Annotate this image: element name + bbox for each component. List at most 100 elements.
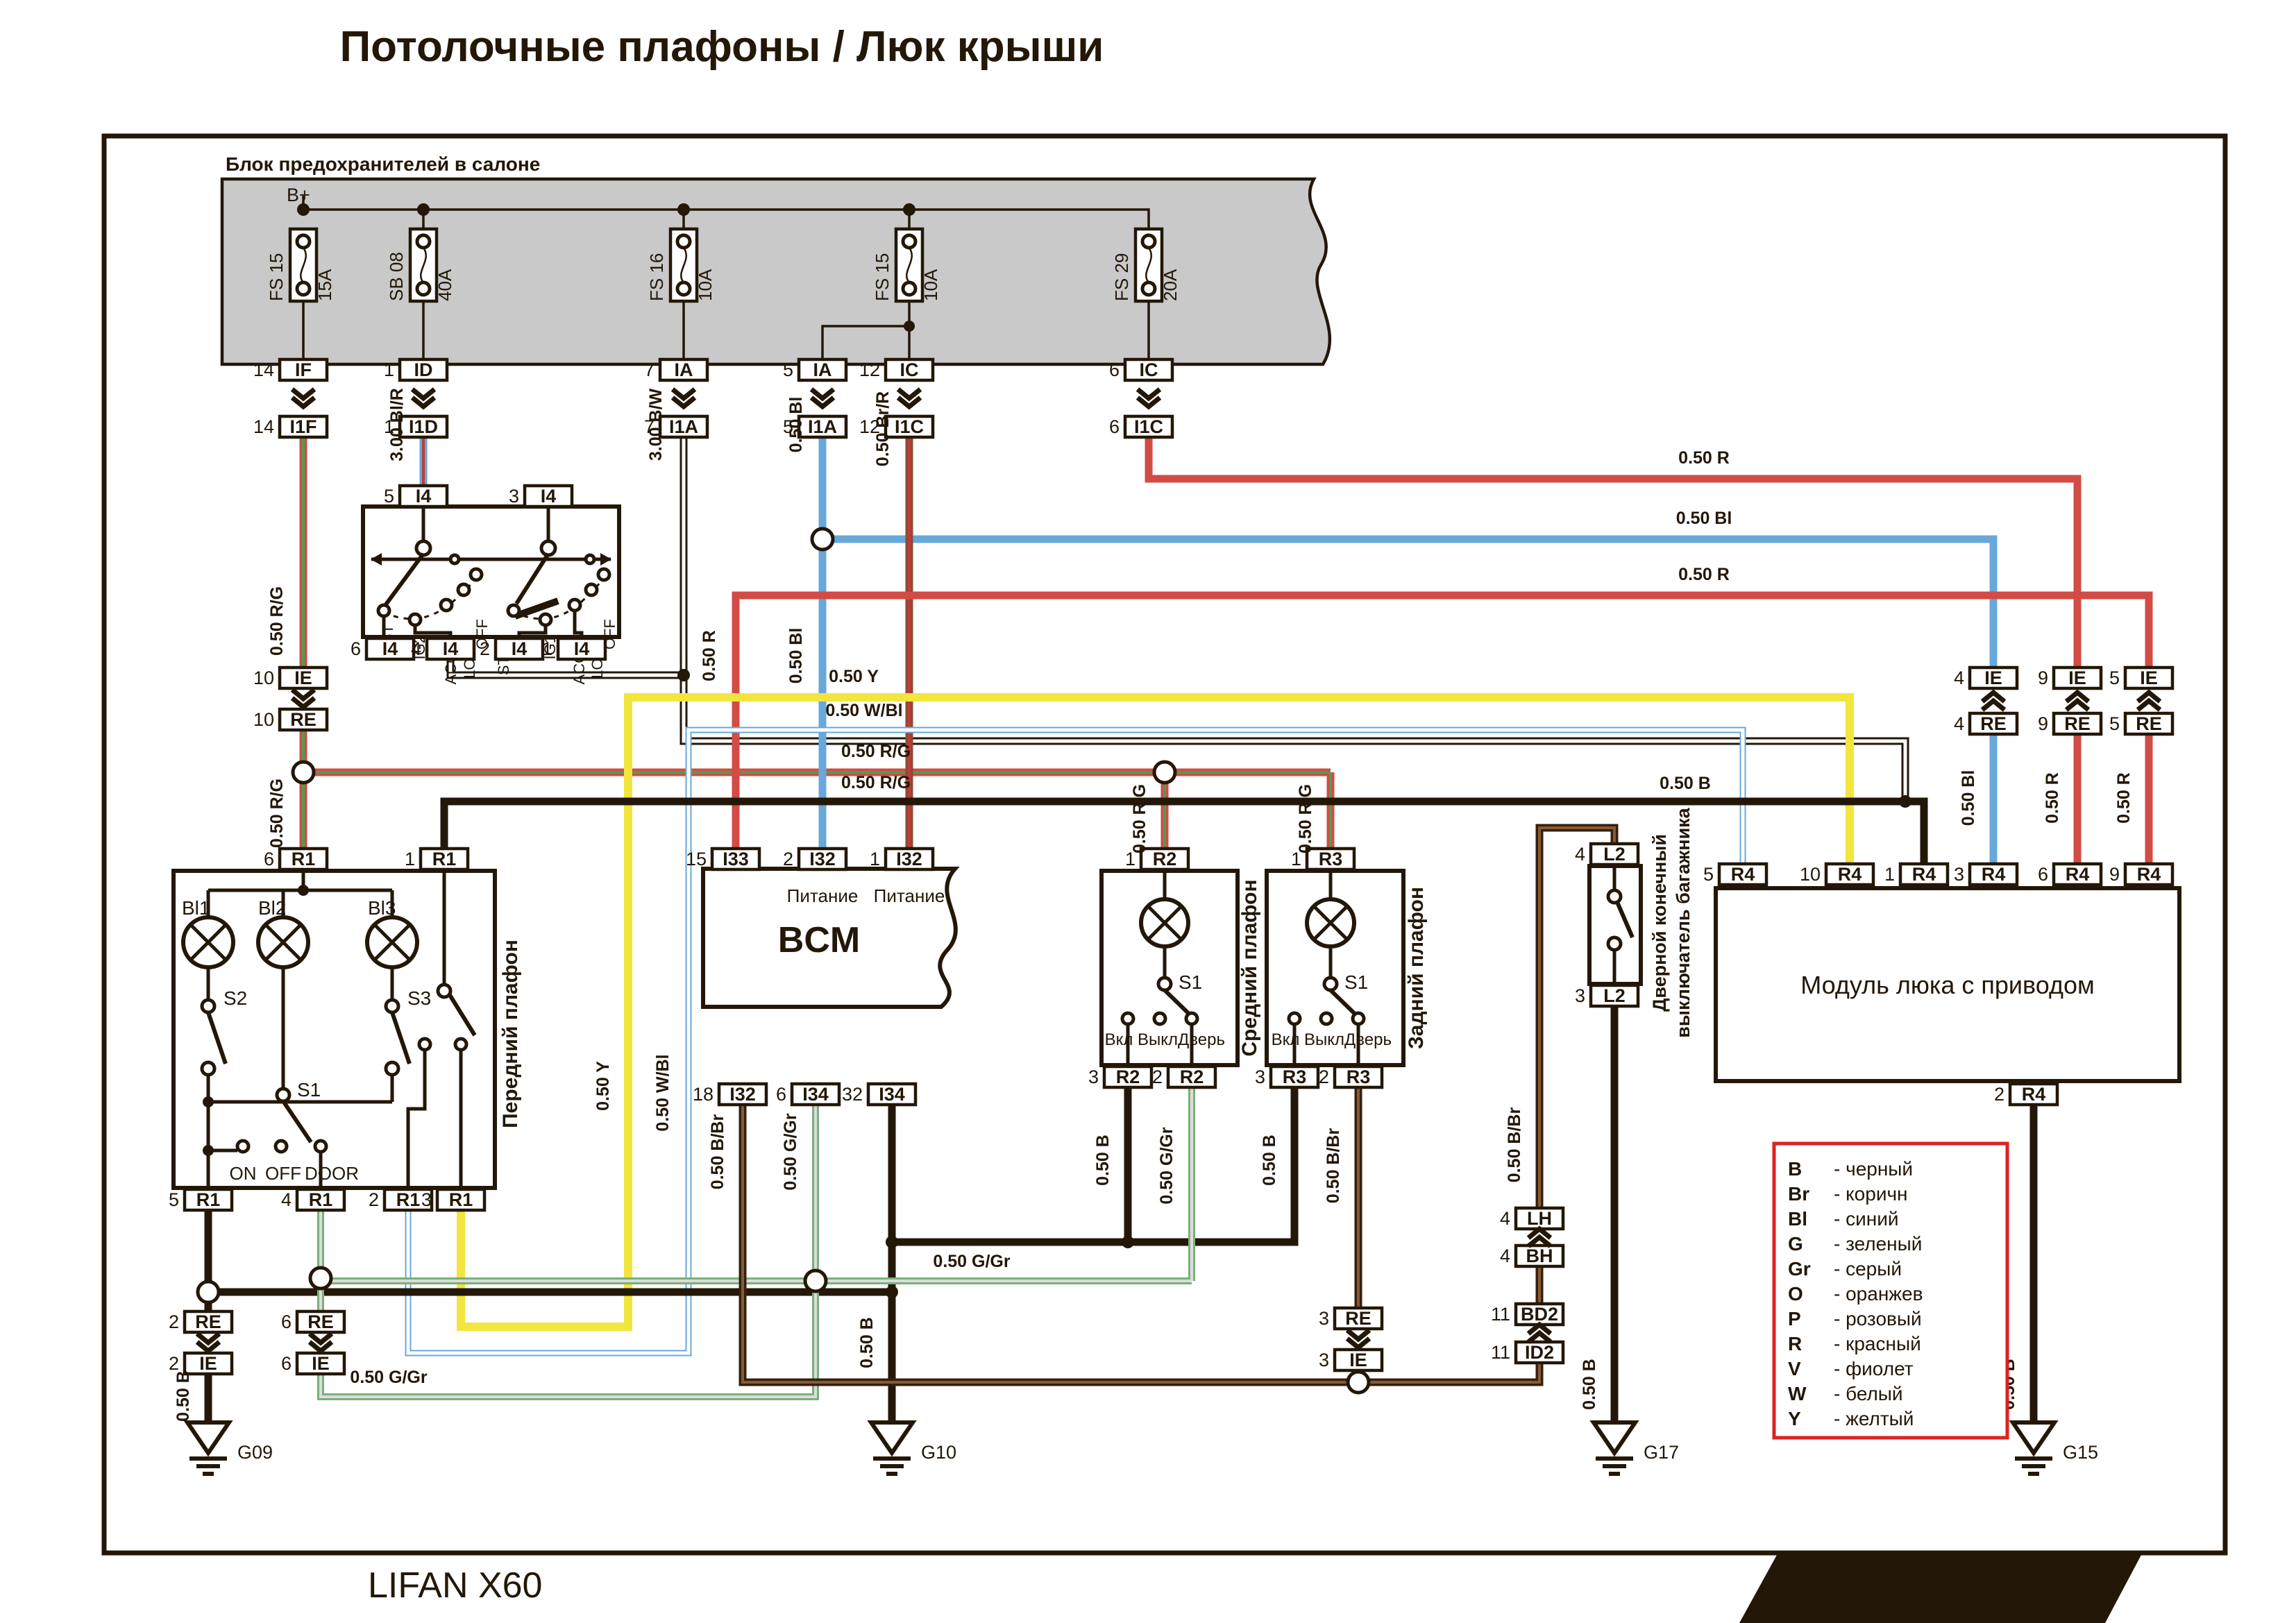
trunk-switch-label-1: Дверной конечный bbox=[1649, 834, 1670, 1012]
connector-name: RE bbox=[1980, 713, 2007, 734]
wire-rg-core bbox=[302, 437, 1332, 849]
connector-name: R4 bbox=[1912, 864, 1936, 885]
connector-pin: 6 bbox=[1109, 416, 1120, 437]
connector-pin: 9 bbox=[2109, 864, 2120, 885]
connector-pin: 10 bbox=[1800, 864, 1821, 885]
front-pos-on: ON bbox=[230, 1163, 257, 1184]
bcm-power-label-1: Питание bbox=[787, 885, 859, 906]
connector-9-RE: 9 RE bbox=[2038, 711, 2103, 736]
connector-pin: 3 bbox=[1255, 1067, 1265, 1087]
wire-label: 0.50 B/Br bbox=[708, 1114, 727, 1190]
connector-name: I1D bbox=[409, 416, 438, 437]
connector-name: I4 bbox=[443, 638, 459, 659]
ground-label: G10 bbox=[921, 1442, 956, 1463]
pair-arrow-down-icon bbox=[670, 387, 697, 410]
connector-name: I4 bbox=[541, 486, 557, 507]
connector-pin: 2 bbox=[1319, 1067, 1329, 1087]
connector-name: IE bbox=[2068, 668, 2086, 688]
connector-pin: 4 bbox=[1954, 668, 1964, 688]
wire-ggr-core bbox=[319, 1086, 1193, 1398]
connector-pin: 18 bbox=[693, 1084, 714, 1105]
connector-name: R1 bbox=[432, 849, 457, 869]
fuse-code: FS 29 bbox=[1111, 253, 1132, 301]
switch-label-s1-front: S1 bbox=[297, 1079, 321, 1101]
connector-pin: 7 bbox=[644, 359, 655, 380]
connector-pin: 4 bbox=[1500, 1246, 1510, 1266]
wire-label: 0.50 Bl bbox=[786, 628, 806, 684]
wire-label: 0.50 B bbox=[857, 1317, 877, 1368]
connector-pin: 1 bbox=[870, 849, 880, 869]
connector-9-IE: 9 IE bbox=[2038, 665, 2103, 690]
wire-black bbox=[204, 797, 2038, 1422]
connector-pin: 6 bbox=[281, 1353, 292, 1374]
ground-G15: G15 bbox=[2009, 1420, 2098, 1476]
connector-arrows bbox=[195, 387, 2162, 1354]
bcm-power-label-2: Питание bbox=[874, 885, 945, 906]
pair-arrow-down-icon bbox=[1345, 1328, 1371, 1351]
connector-name: I33 bbox=[723, 849, 749, 869]
connector-name: RE bbox=[307, 1311, 334, 1332]
connector-name: R2 bbox=[1116, 1067, 1140, 1087]
legend-name: - синий bbox=[1834, 1208, 1899, 1230]
connector-name: R4 bbox=[1838, 864, 1862, 885]
connector-name: IE bbox=[2140, 668, 2158, 688]
junctions bbox=[196, 203, 1911, 1395]
fuse-block-label: Блок предохранителей в салоне bbox=[226, 153, 540, 175]
wire-label: 0.50 R bbox=[2114, 772, 2134, 824]
footer-model: LIFAN X60 bbox=[368, 1565, 542, 1606]
connector-name: I32 bbox=[896, 849, 922, 869]
wire-label: 0.50 B bbox=[1660, 774, 1711, 793]
connector-pin: 2 bbox=[169, 1353, 179, 1374]
connector-name: IC bbox=[1140, 359, 1158, 380]
connector-pin: 5 bbox=[169, 1189, 179, 1210]
connector-name: I34 bbox=[879, 1084, 905, 1105]
connector-name: R1 bbox=[309, 1189, 333, 1210]
wire-yellow bbox=[457, 693, 1854, 1331]
legend-name: - зеленый bbox=[1834, 1233, 1922, 1255]
wire-label: 0.50 Y bbox=[593, 1061, 613, 1111]
connector-name: IF bbox=[295, 359, 312, 380]
connector-pin: 32 bbox=[842, 1084, 863, 1105]
connector-pin: 1 bbox=[405, 849, 415, 869]
legend-name: - красный bbox=[1834, 1333, 1921, 1354]
wire-label: 3.00 B/W bbox=[646, 388, 666, 461]
connector-pin: 14 bbox=[253, 359, 274, 380]
connector-pin: 9 bbox=[2038, 713, 2048, 734]
connector-pin: 3 bbox=[1575, 985, 1585, 1006]
wire-label: 0.50 R bbox=[700, 630, 719, 681]
connector-pin: 9 bbox=[2038, 668, 2048, 688]
connector-pin: 5 bbox=[783, 416, 793, 437]
connector-pin: 6 bbox=[281, 1311, 292, 1332]
rear-plafond-label: Задний плафон bbox=[1405, 887, 1428, 1049]
wire-label: 0.50 W/Bl bbox=[653, 1054, 673, 1131]
connector-name: RE bbox=[2064, 713, 2091, 734]
pair-arrow-down-icon bbox=[195, 1332, 221, 1354]
sunroof-module-label: Модуль люка с приводом bbox=[1800, 971, 2095, 999]
connector-14-IF: 14 IF bbox=[253, 357, 329, 382]
legend-code: Br bbox=[1788, 1183, 1809, 1205]
front-pos-door: DOOR bbox=[305, 1163, 359, 1184]
connector-pin: 5 bbox=[384, 486, 394, 507]
pair-arrow-down-icon bbox=[896, 387, 922, 410]
connector-name: I34 bbox=[802, 1084, 829, 1105]
